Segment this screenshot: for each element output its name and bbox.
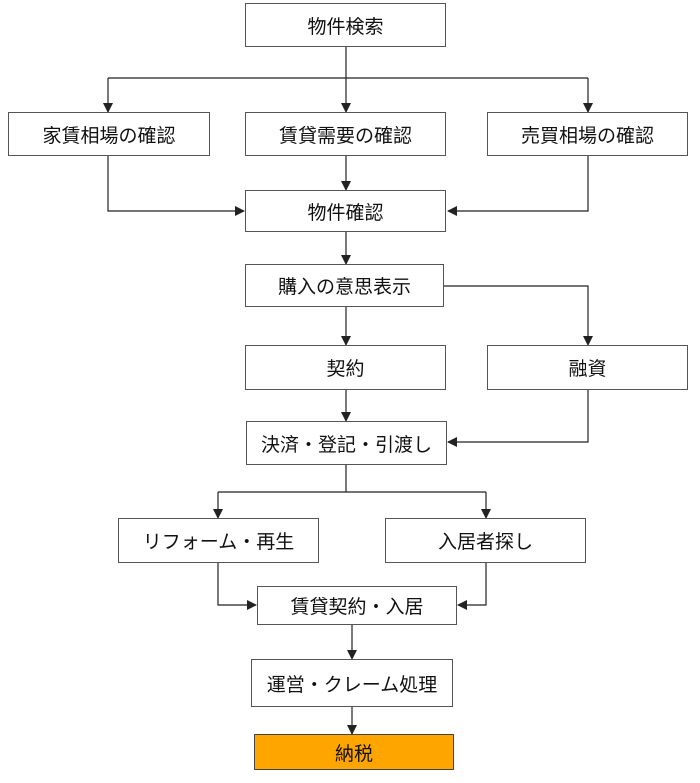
node-settlement: 決済・登記・引渡し — [246, 421, 447, 465]
arrow-financing-to-settlement — [447, 390, 589, 447]
node-operation: 運営・クレーム処理 — [251, 659, 453, 707]
node-property-check: 物件確認 — [245, 190, 446, 232]
arrow-tenant-to-lease — [457, 563, 487, 610]
node-tax-payment: 納税 — [254, 734, 454, 770]
node-sale-market: 売買相場の確認 — [487, 112, 688, 156]
arrow-renovation-to-lease — [217, 563, 257, 610]
node-rental-demand: 賃貸需要の確認 — [245, 112, 446, 156]
node-purchase-intent: 購入の意思表示 — [245, 264, 444, 307]
node-contract: 契約 — [245, 345, 446, 390]
node-renovation: リフォーム・再生 — [118, 518, 319, 563]
node-financing: 融資 — [487, 345, 688, 390]
arrow-rent-market-to-check — [107, 156, 245, 216]
arrow-intent-to-financing — [444, 285, 593, 346]
node-rent-market: 家賃相場の確認 — [8, 112, 210, 156]
node-tenant-search: 入居者探し — [385, 518, 586, 563]
arrow-sale-market-to-check — [447, 156, 589, 216]
node-lease-contract: 賃貸契約・入居 — [257, 586, 457, 625]
node-property-search: 物件検索 — [245, 3, 446, 47]
